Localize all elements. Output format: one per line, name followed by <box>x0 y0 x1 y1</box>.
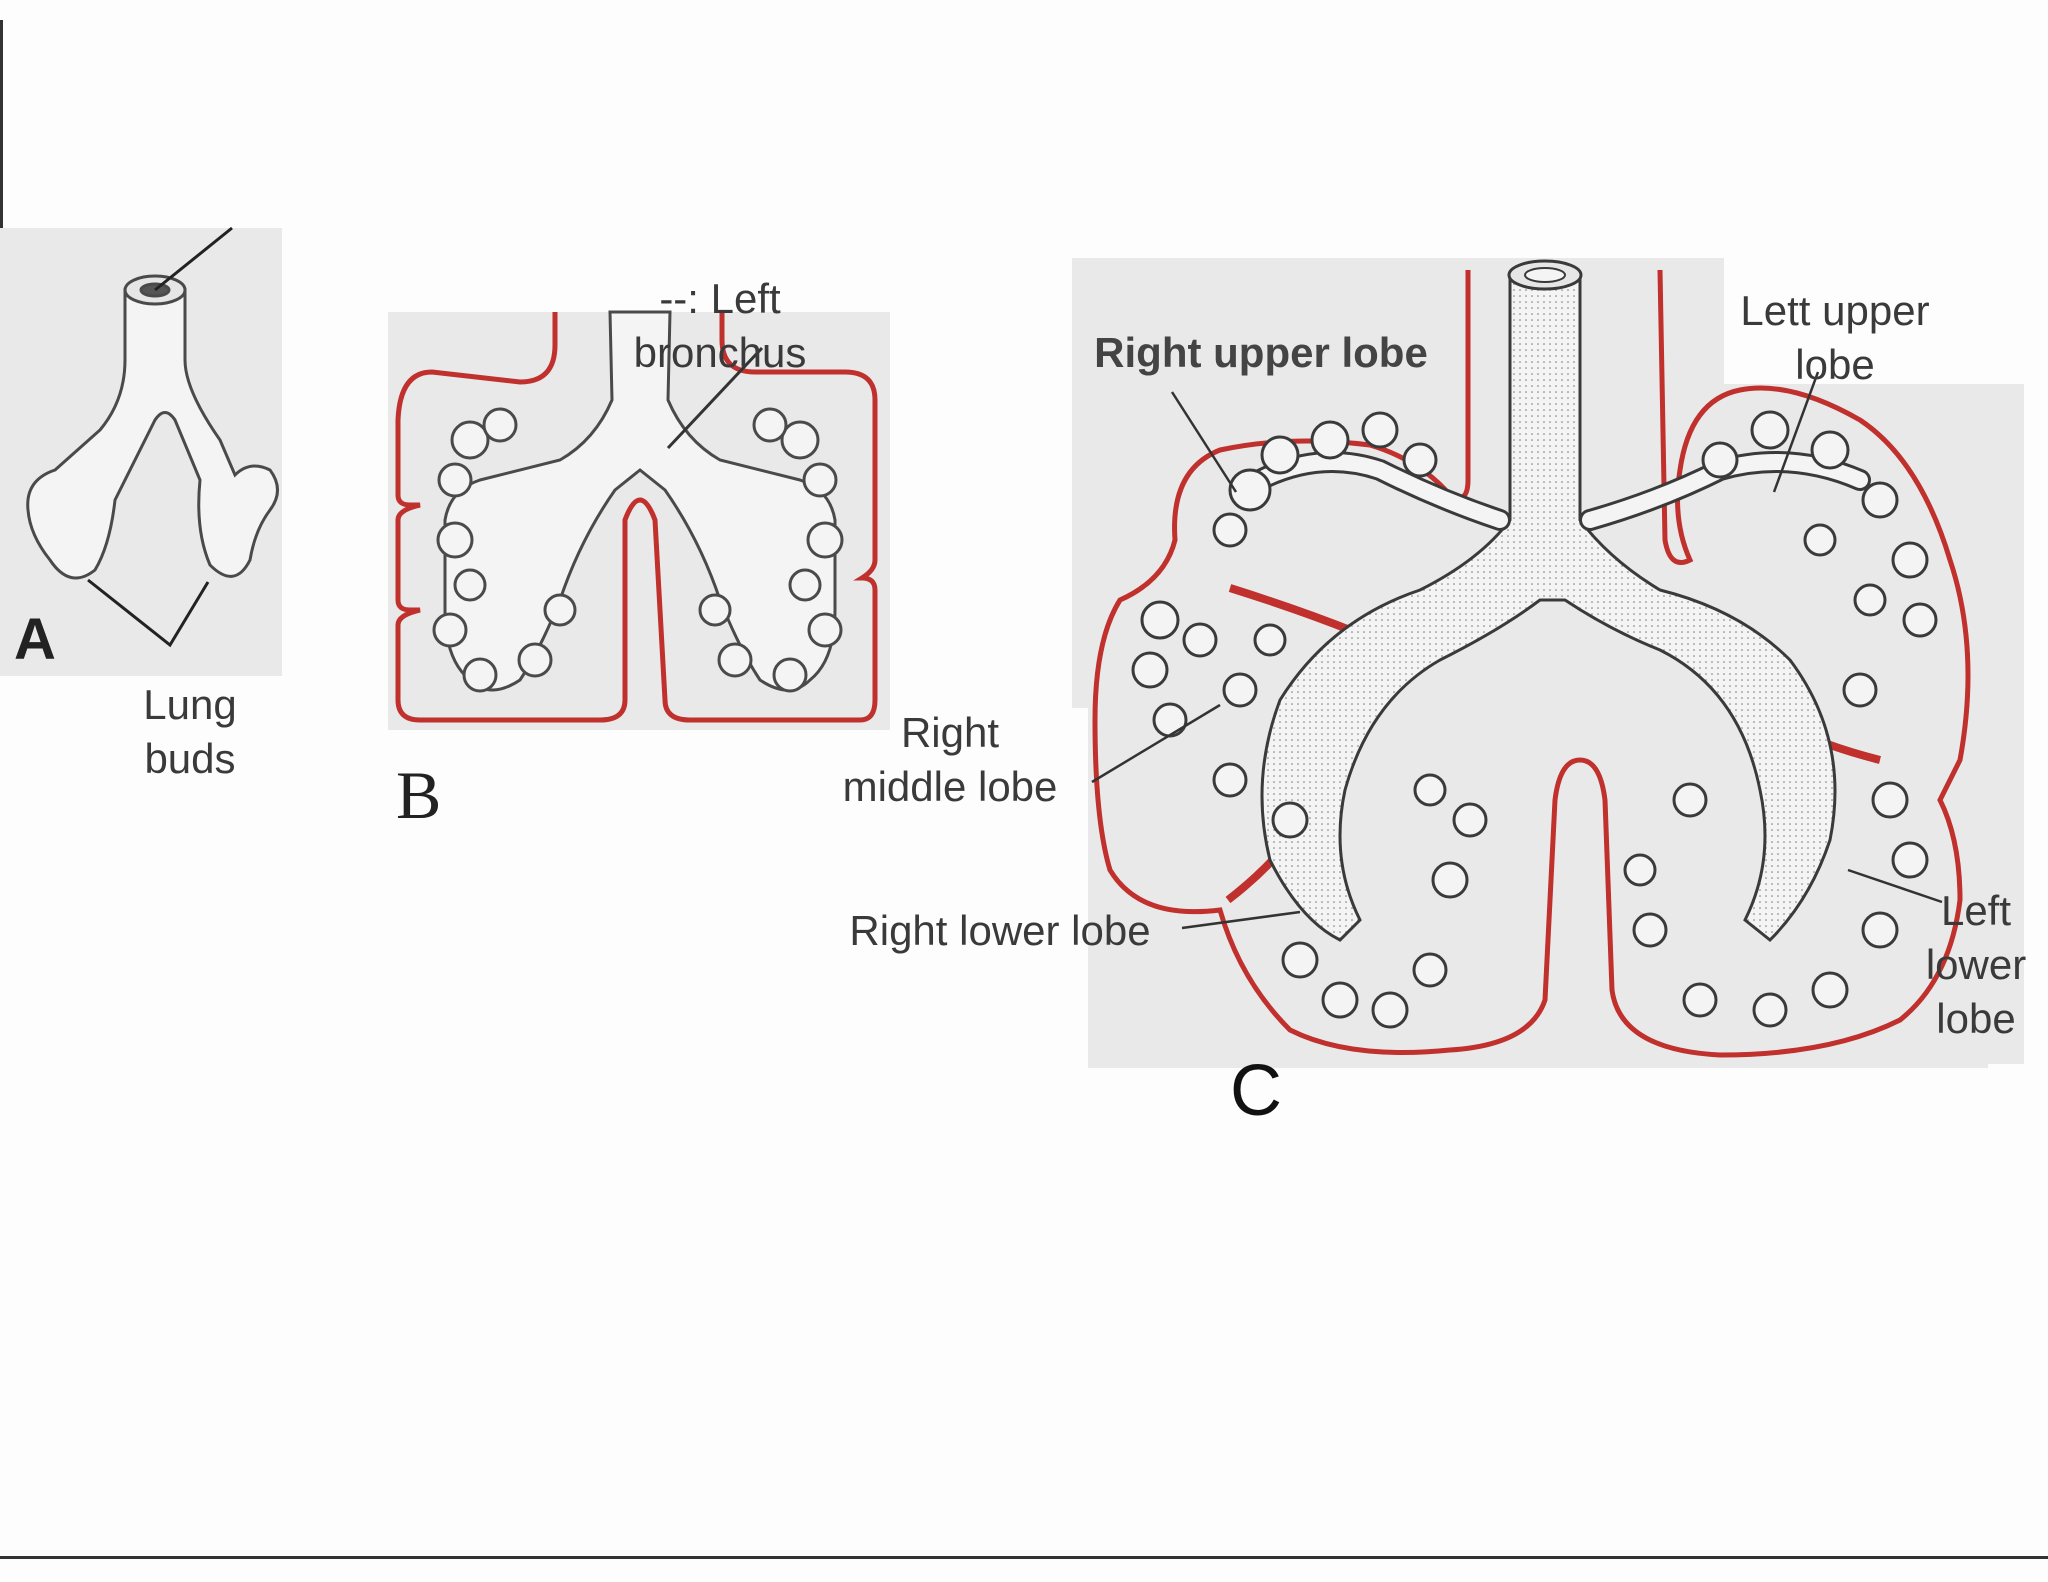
right-lower-lobe-label: Right lower lobe <box>849 907 1151 954</box>
bottom-rule <box>0 1556 2048 1559</box>
panel-c-lobes-drawing <box>1091 259 1971 1058</box>
lung-buds-label: Lung buds <box>143 681 237 782</box>
panel-c-letter: C <box>1230 1051 1282 1131</box>
left-lower-lobe-label: Left lower lobe <box>1925 887 2027 1042</box>
right-upper-lobe-label: Right upper lobe <box>1094 329 1428 376</box>
panel-b-bronchial-buds-drawing <box>395 310 878 723</box>
left-upper-lobe-label: Lett upper lobe <box>1740 287 1930 388</box>
panel-b-letter: B <box>396 757 442 833</box>
panel-a-lung-buds-drawing <box>26 226 279 648</box>
panel-a-letter: A <box>14 607 56 672</box>
left-bronchus-label: --: Left bronchus <box>633 275 807 376</box>
right-middle-lobe-label: Right middle lobe <box>842 709 1058 810</box>
